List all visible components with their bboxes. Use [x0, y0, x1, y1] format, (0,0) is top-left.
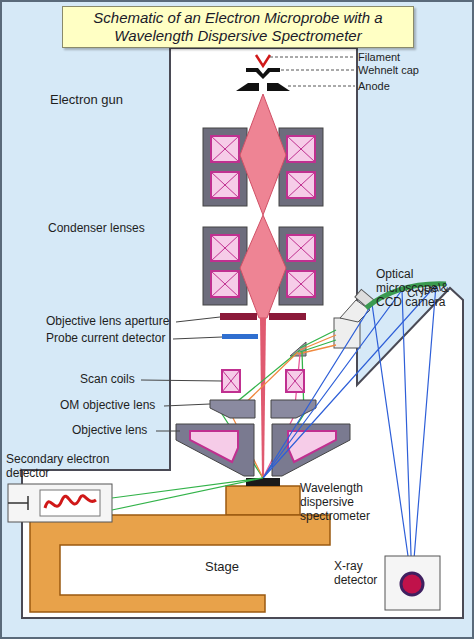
secondary-electron-path [112, 478, 263, 510]
title-box: Schematic of an Electron Microprobe with… [62, 6, 414, 48]
electron-beam [240, 94, 286, 215]
coil-cross [211, 136, 239, 198]
lens-frame [203, 128, 247, 206]
electron-beam [260, 318, 266, 478]
lens-frame [279, 128, 323, 206]
objective-lens [176, 424, 254, 476]
light-ray [298, 335, 336, 354]
pointer-line [141, 380, 222, 381]
pointer-line [173, 337, 222, 339]
x-ray-detector-box [385, 556, 440, 610]
se-detector-tube [40, 490, 100, 516]
part-label: Scan coils [80, 373, 135, 387]
lens-coil [190, 431, 238, 462]
part-label: Objective lens [72, 424, 147, 438]
wehnelt-cap-symbol [246, 68, 280, 79]
part-label: Wavelength dispersive spectrometer [300, 482, 386, 523]
pointer-line [156, 431, 180, 432]
optical-microscope [334, 289, 375, 348]
lens-coil [288, 431, 336, 462]
electron-beam [240, 215, 286, 318]
diagram-title: Schematic of an Electron Microprobe with… [68, 9, 408, 45]
part-label: Anode [358, 80, 390, 93]
anode-symbol [236, 83, 259, 91]
coil-cross [211, 235, 239, 297]
se-detector-body [8, 484, 112, 522]
scan-coil [222, 370, 304, 392]
probe-current-detector [222, 334, 258, 339]
coil-cross [222, 370, 304, 392]
stage-body [30, 515, 330, 612]
instrument-housing [22, 48, 463, 618]
leader-line [270, 57, 355, 58]
aperture-plate [269, 313, 306, 320]
pointer-line [176, 317, 220, 322]
coil-cross [287, 235, 315, 297]
part-label: Filament [358, 51, 400, 64]
pointer-line [164, 404, 210, 406]
x-ray-detector [401, 573, 423, 595]
part-label: Objective lens aperture [46, 315, 169, 329]
part-label: X-ray detector [334, 560, 386, 588]
part-label: Stage [205, 560, 239, 575]
leader-line [288, 86, 355, 87]
part-label: Electron gun [50, 93, 123, 108]
coil-cross [287, 136, 315, 198]
part-label: Secondary electron detector [6, 453, 118, 481]
part-label: Probe current detector [46, 332, 165, 346]
part-label: Condenser lenses [48, 222, 145, 236]
part-label: OM objective lens [60, 399, 155, 413]
sample-holder [226, 486, 300, 515]
se-detector-coil [45, 496, 96, 508]
part-label: Wehnelt cap [358, 64, 419, 77]
leader-lines [270, 57, 355, 86]
filament-symbol [256, 55, 270, 66]
leader-line [281, 70, 355, 71]
om-objective-lens [210, 400, 255, 418]
anode-symbol [267, 83, 290, 91]
se-detector-wire [8, 496, 28, 510]
aperture-plate [220, 313, 257, 320]
